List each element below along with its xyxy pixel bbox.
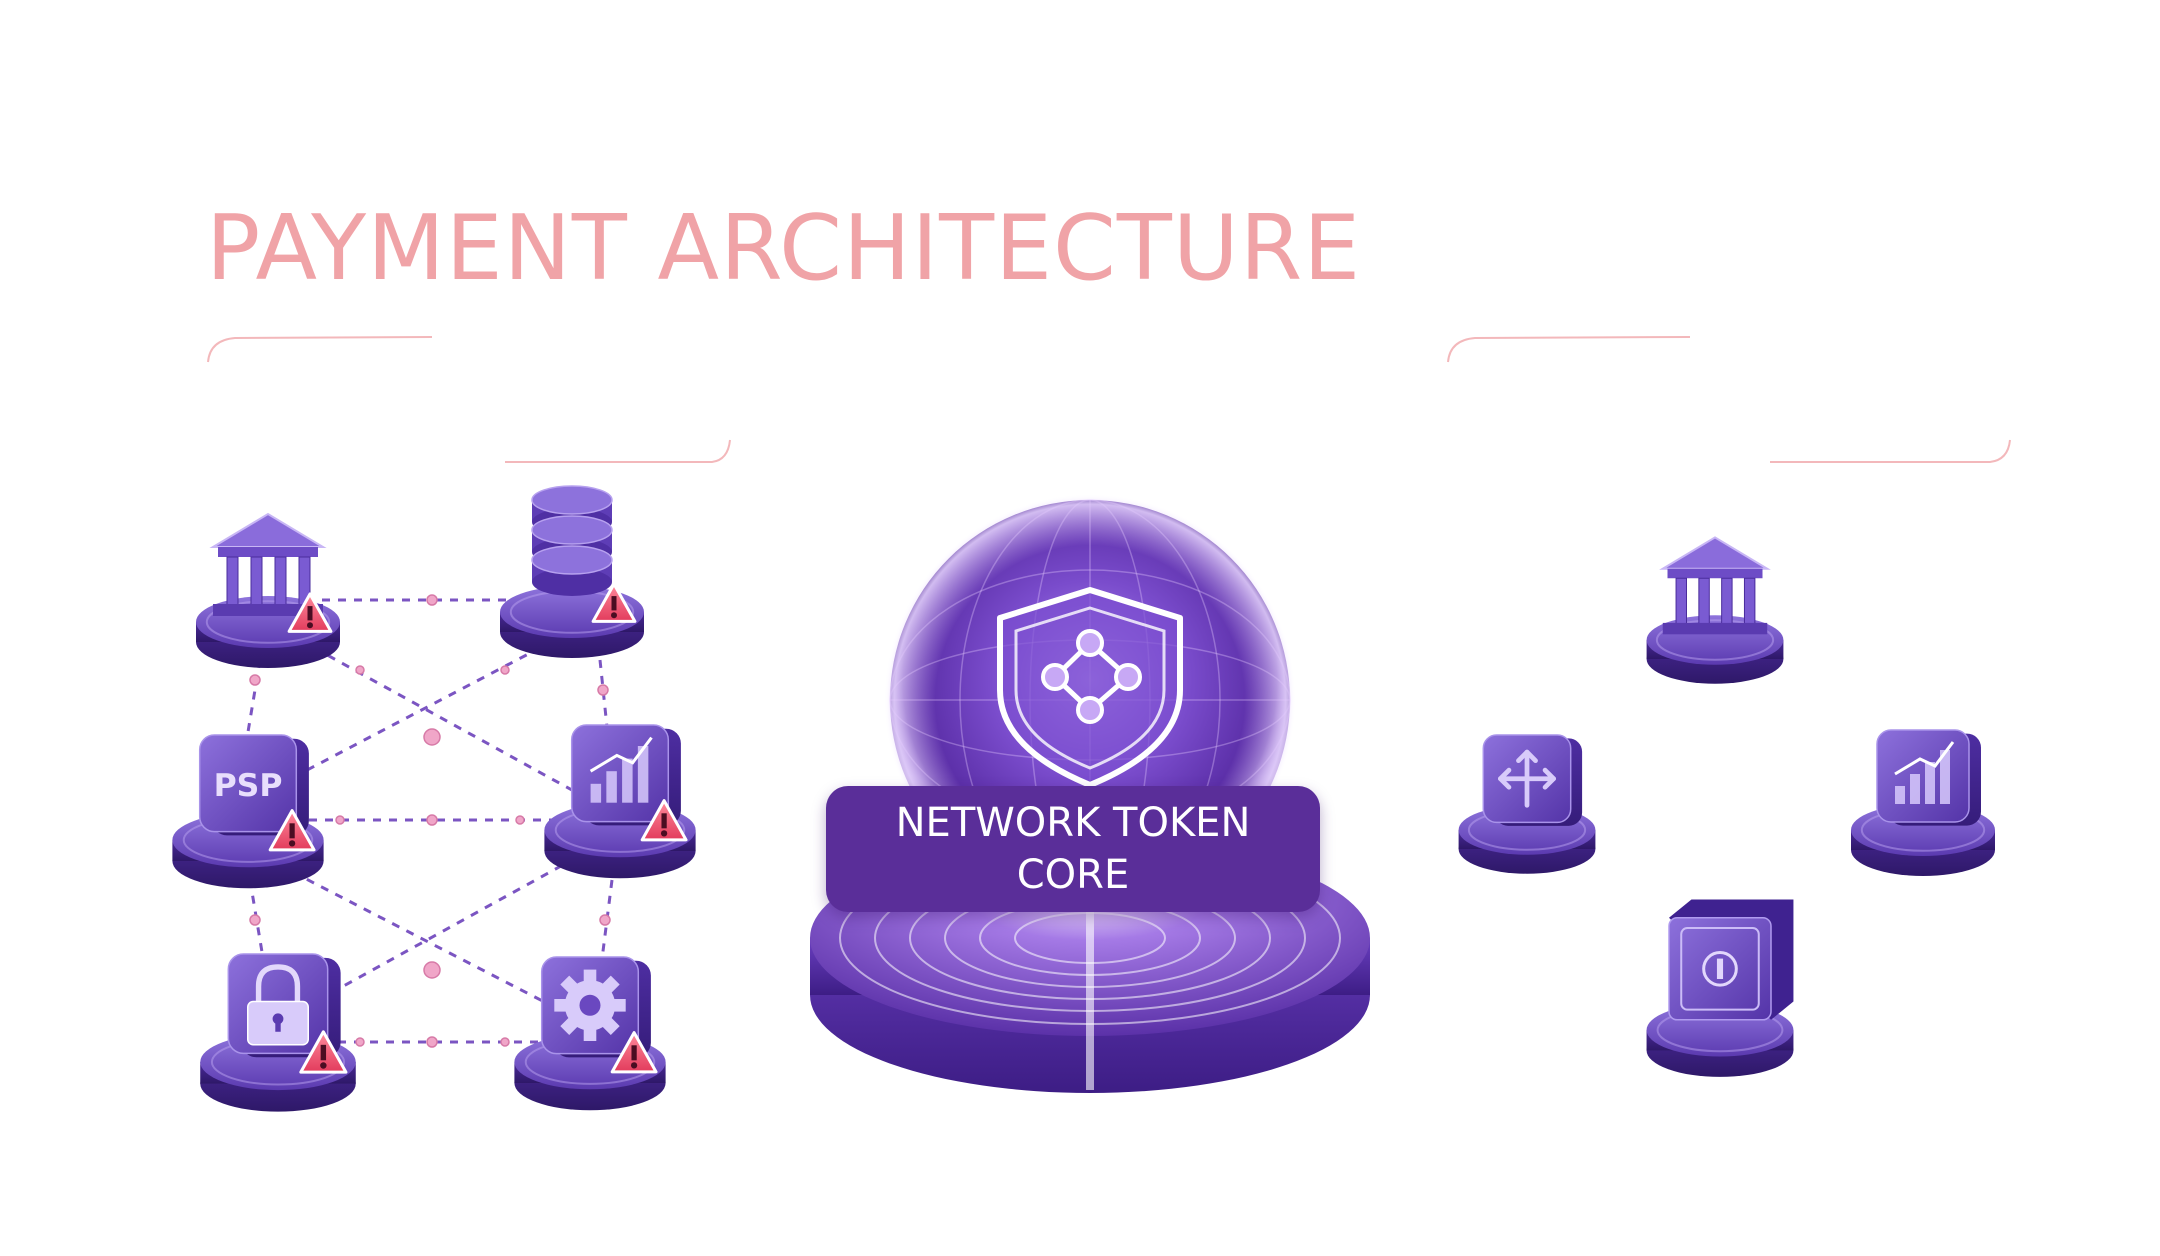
warning-icon bbox=[287, 592, 333, 633]
analytics-chart-icon bbox=[1894, 741, 1955, 804]
warning-icon bbox=[610, 1031, 658, 1074]
left-node-bank bbox=[196, 512, 340, 668]
lock-icon bbox=[247, 964, 309, 1046]
left-node-database bbox=[500, 485, 644, 658]
gear-icon bbox=[554, 969, 626, 1041]
warning-icon bbox=[591, 582, 637, 623]
left-node-analytics-chart bbox=[544, 724, 696, 879]
core-label-line-2: CORE bbox=[1016, 852, 1130, 898]
shield-network-icon bbox=[997, 587, 1183, 788]
svg-text:PSP: PSP bbox=[214, 768, 283, 804]
left-node-psp: PSP bbox=[172, 734, 324, 889]
vault-safe-icon bbox=[1668, 899, 1794, 1021]
right-node-routing-arrows bbox=[1458, 734, 1596, 874]
core-label-line-1: NETWORK TOKEN bbox=[895, 800, 1251, 846]
bank-icon bbox=[1659, 536, 1771, 635]
decorative-lines bbox=[207, 336, 2011, 463]
analytics-chart-icon bbox=[589, 736, 653, 803]
left-cluster: PSP bbox=[172, 485, 696, 1112]
right-cluster bbox=[1458, 536, 1995, 1077]
right-node-bank bbox=[1646, 536, 1784, 684]
right-node-vault-safe bbox=[1646, 899, 1794, 1077]
database-icon bbox=[531, 485, 613, 596]
right-node-analytics-chart bbox=[1851, 729, 1995, 876]
core-label: NETWORK TOKEN CORE bbox=[826, 786, 1320, 912]
routing-arrows-icon bbox=[1498, 749, 1556, 808]
left-cluster-junctions bbox=[249, 594, 611, 1048]
warning-icon bbox=[299, 1030, 348, 1074]
left-node-gear bbox=[514, 956, 666, 1111]
page-title: PAYMENT ARCHITECTURE bbox=[206, 196, 1362, 301]
bank-icon bbox=[209, 512, 327, 616]
warning-icon bbox=[268, 809, 316, 852]
warning-icon bbox=[640, 799, 688, 842]
network-token-core bbox=[810, 494, 1370, 1093]
psp-icon: PSP bbox=[214, 768, 283, 804]
left-node-lock bbox=[200, 953, 356, 1112]
